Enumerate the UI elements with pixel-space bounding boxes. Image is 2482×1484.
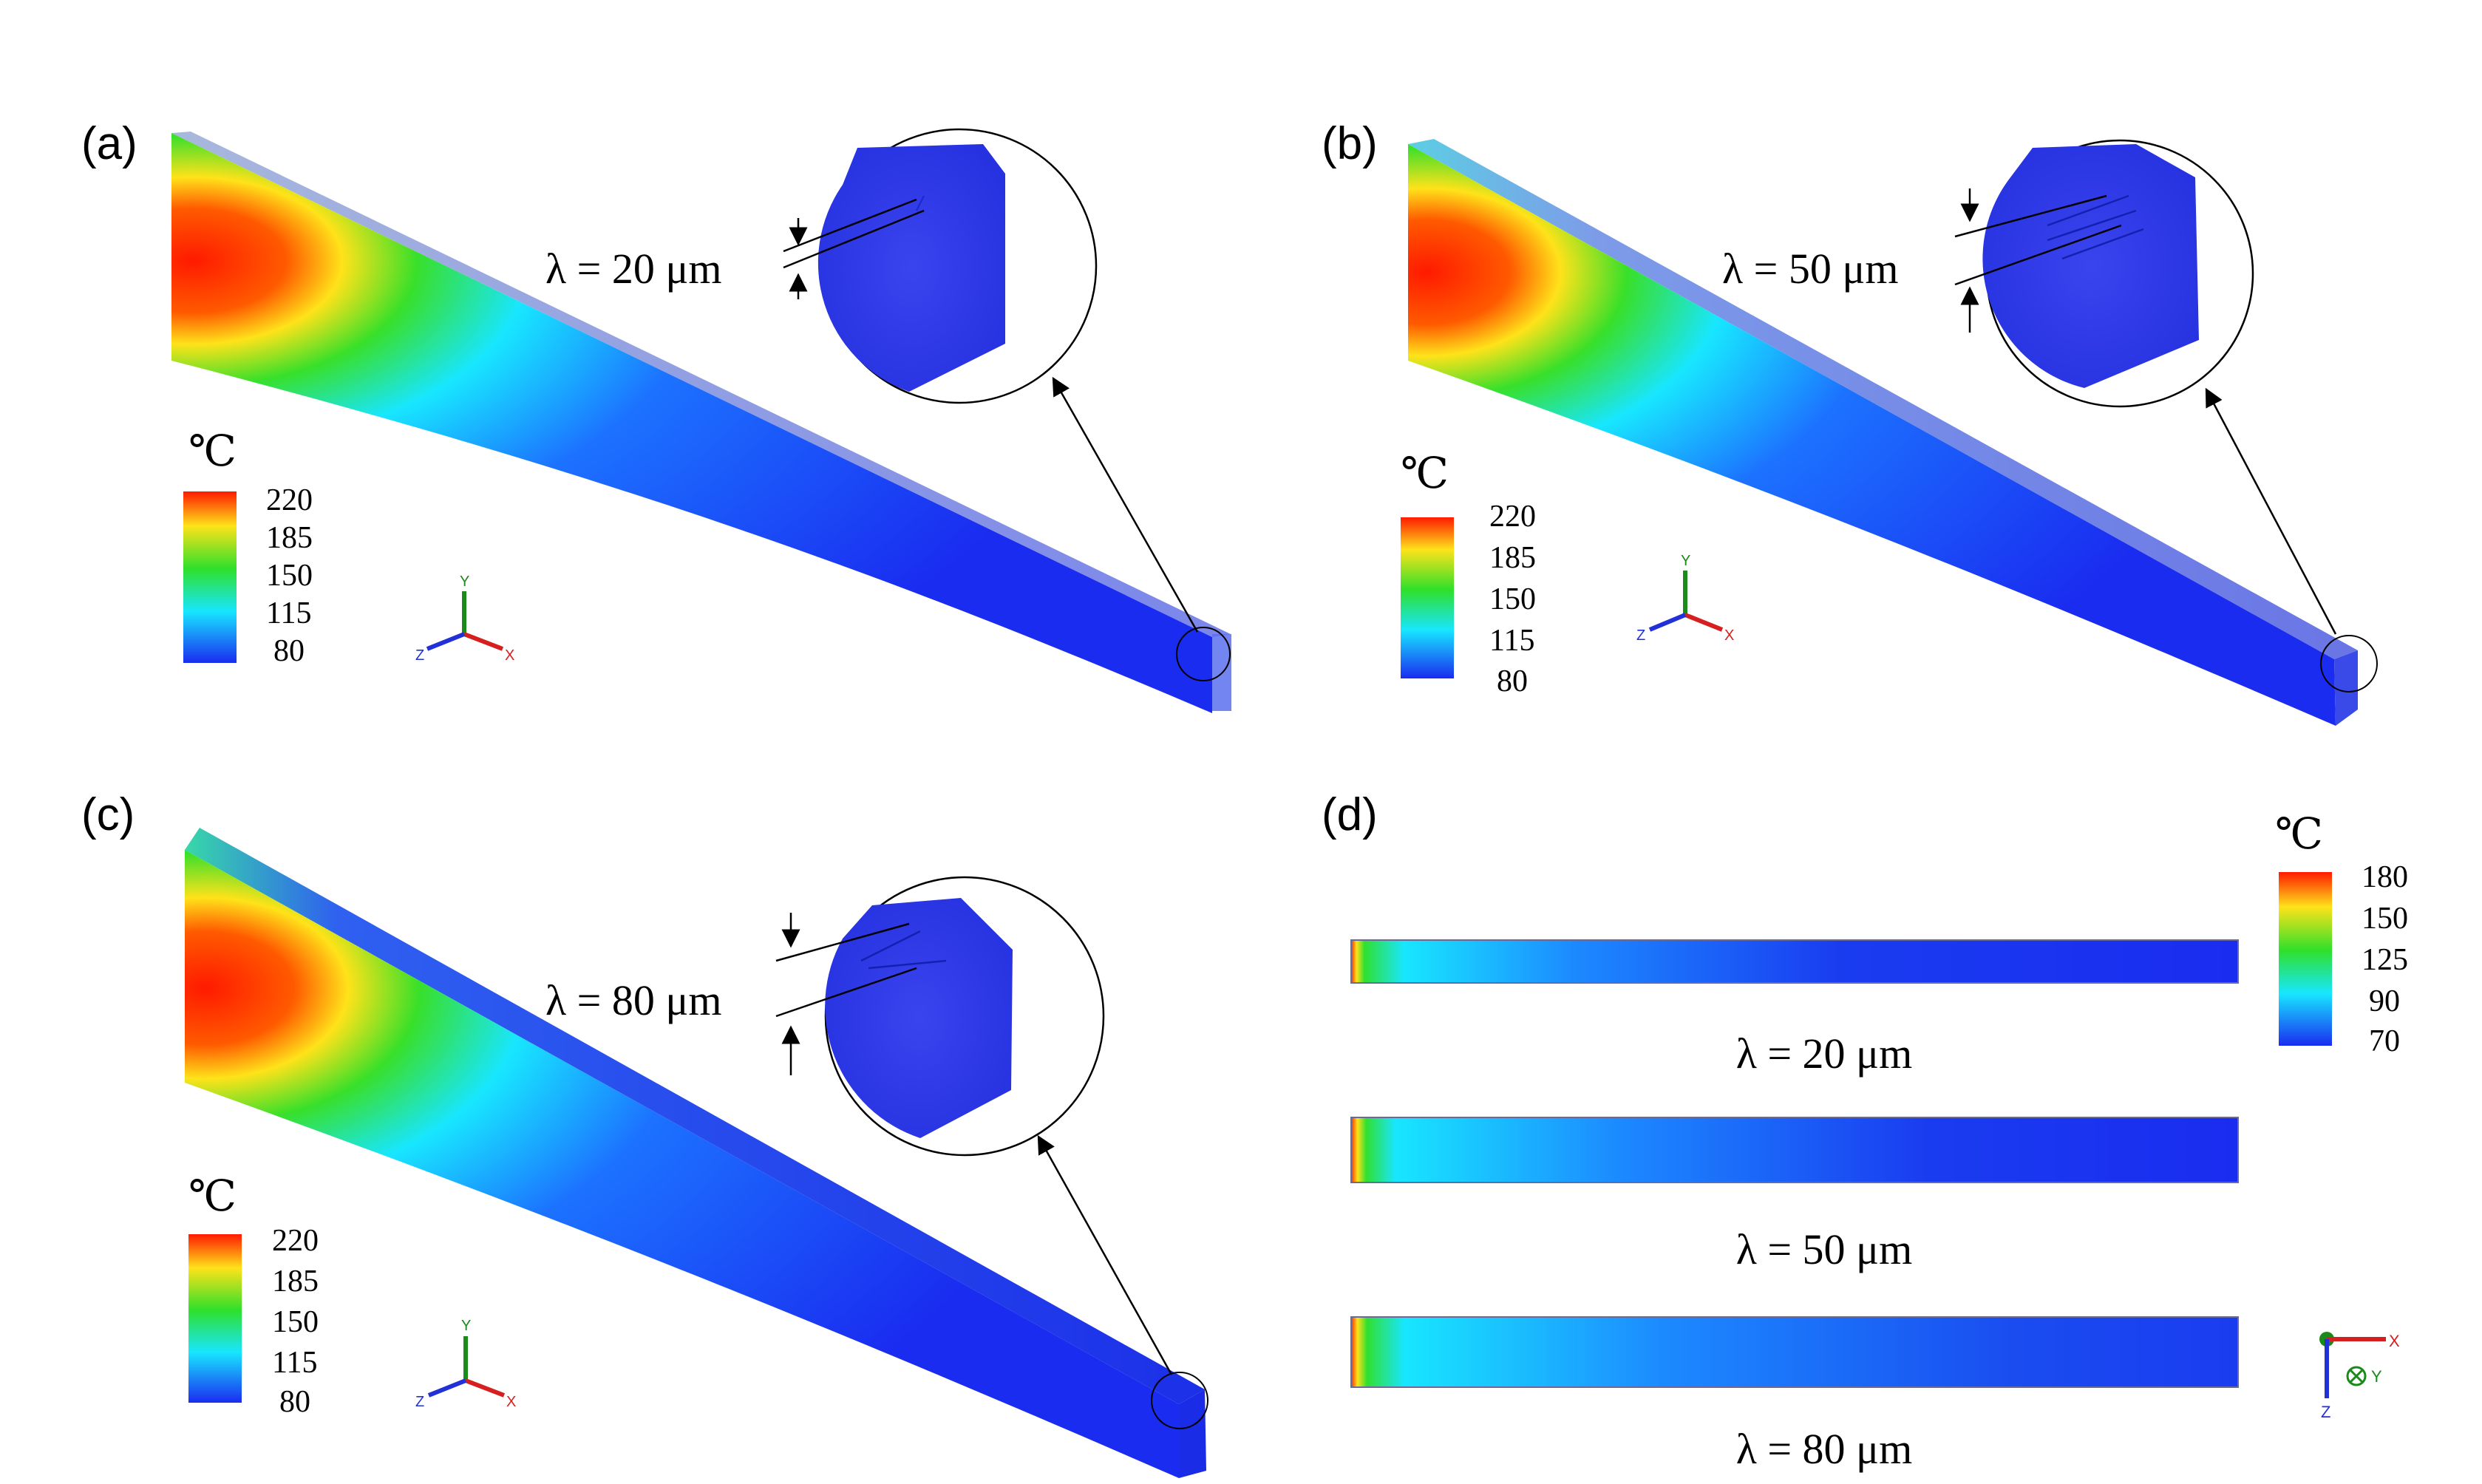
unit-label-d: ℃	[2275, 810, 2323, 858]
svg-text:Z: Z	[2321, 1403, 2330, 1421]
svg-text:X: X	[1724, 627, 1734, 644]
colorbar-d	[2279, 872, 2332, 1046]
zoom-lens-detail	[817, 144, 1005, 392]
lambda-label-c: λ = 80 μm	[545, 976, 722, 1024]
colorbar-tick: 115	[272, 1346, 317, 1380]
axis-triad-d: X Z Y	[2319, 1332, 2400, 1421]
svg-text:Y: Y	[461, 1318, 471, 1334]
colorbar-tick: 115	[1489, 624, 1534, 658]
panel-a: (a) λ = 20 μm ℃ 220 185 150 115 80	[81, 118, 1231, 713]
panel-b: (b) λ = 50 μm ℃ 220 185 150 115 80	[1322, 118, 2378, 726]
unit-label-a: ℃	[188, 427, 237, 475]
panel-a-label: (a)	[81, 118, 137, 169]
axis-triad-a: Y X Z	[415, 573, 514, 664]
panel-b-label: (b)	[1322, 118, 1378, 169]
unit-label-c: ℃	[188, 1172, 237, 1220]
panel-d: (d) λ = 20 μm λ = 50 μm λ = 80 μm ℃ 180 …	[1322, 789, 2408, 1473]
colorbar-tick: 220	[266, 483, 313, 517]
bar-label-20: λ = 20 μm	[1736, 1029, 1913, 1078]
beam-top-face	[185, 828, 1205, 1404]
colorbar-ticks-a: 220 185 150 115 80	[266, 483, 313, 668]
svg-text:Y: Y	[460, 573, 469, 590]
zoom-lens-detail	[1982, 144, 2199, 388]
colorbar-a	[183, 491, 237, 663]
colorbar-tick: 70	[2369, 1024, 2400, 1058]
colorbar-tick: 150	[272, 1305, 319, 1339]
beam-end-face	[1179, 1389, 1206, 1478]
panel-c-label: (c)	[81, 789, 135, 840]
colorbar-tick: 180	[2362, 860, 2408, 894]
zoom-connector	[1052, 376, 1199, 633]
lambda-label-a: λ = 20 μm	[545, 245, 722, 293]
section-bar-80	[1350, 1316, 2239, 1388]
bar-label-50: λ = 50 μm	[1736, 1225, 1913, 1273]
beam-end-face	[2334, 650, 2358, 726]
zoom-origin-circle	[2320, 635, 2378, 692]
colorbar-tick: 150	[1489, 582, 1536, 616]
zoom-connector	[1037, 1134, 1173, 1375]
beam-side-face	[171, 133, 1212, 713]
zoom-origin-circle	[1151, 1372, 1208, 1429]
section-bar-50	[1350, 1117, 2239, 1183]
svg-text:Z: Z	[415, 647, 424, 664]
colorbar-tick: 80	[279, 1385, 310, 1419]
panel-c: (c) λ = 80 μm ℃ 220 185 150 115 80	[81, 789, 1208, 1478]
axis-triad-c: Y X Z	[415, 1318, 516, 1410]
lens-grooves	[2047, 194, 2144, 260]
lambda-dimension	[775, 913, 917, 1075]
svg-text:X: X	[506, 1394, 516, 1410]
svg-text:Y: Y	[1681, 553, 1690, 569]
svg-text:X: X	[2389, 1332, 2400, 1350]
panel-d-label: (d)	[1322, 789, 1378, 840]
lambda-label-b: λ = 50 μm	[1722, 245, 1899, 293]
colorbar-c	[188, 1234, 242, 1403]
unit-label-b: ℃	[1401, 449, 1449, 497]
svg-text:X: X	[505, 647, 514, 664]
lambda-dimension	[1954, 188, 2122, 333]
colorbar-tick: 150	[266, 559, 313, 593]
colorbar-tick: 220	[1489, 500, 1536, 534]
colorbar-ticks-b: 220 185 150 115 80	[1489, 500, 1536, 698]
zoom-origin-circle	[1176, 627, 1231, 681]
colorbar-tick: 90	[2369, 984, 2400, 1018]
colorbar-tick: 125	[2362, 943, 2408, 977]
colorbar-tick: 150	[2362, 902, 2408, 936]
zoom-lens-detail	[825, 898, 1013, 1138]
colorbar-tick: 185	[1489, 541, 1536, 575]
svg-text:Y: Y	[2371, 1367, 2382, 1386]
beam-top-face	[1408, 139, 2358, 659]
lens-edge	[916, 195, 925, 211]
colorbar-tick: 80	[273, 634, 305, 668]
svg-text:Z: Z	[415, 1394, 424, 1410]
lambda-dimension	[783, 198, 925, 299]
colorbar-tick: 80	[1497, 664, 1528, 698]
colorbar-tick: 185	[272, 1265, 319, 1298]
colorbar-ticks-d: 180 150 125 90 70	[2362, 860, 2408, 1058]
lens-grooves	[860, 930, 947, 970]
section-bar-20	[1350, 939, 2239, 984]
colorbar-tick: 220	[272, 1224, 319, 1258]
beam-top-face	[171, 132, 1231, 637]
zoom-connector	[2205, 387, 2337, 635]
axis-triad-b: Y X Z	[1636, 553, 1734, 644]
bar-label-80: λ = 80 μm	[1736, 1425, 1913, 1473]
colorbar-b	[1401, 517, 1454, 678]
beam-side-face	[185, 850, 1179, 1478]
colorbar-tick: 115	[266, 596, 311, 630]
beam-side-face	[1408, 144, 2336, 726]
colorbar-ticks-c: 220 185 150 115 80	[272, 1224, 319, 1419]
colorbar-tick: 185	[266, 521, 313, 555]
svg-text:Z: Z	[1636, 627, 1645, 644]
